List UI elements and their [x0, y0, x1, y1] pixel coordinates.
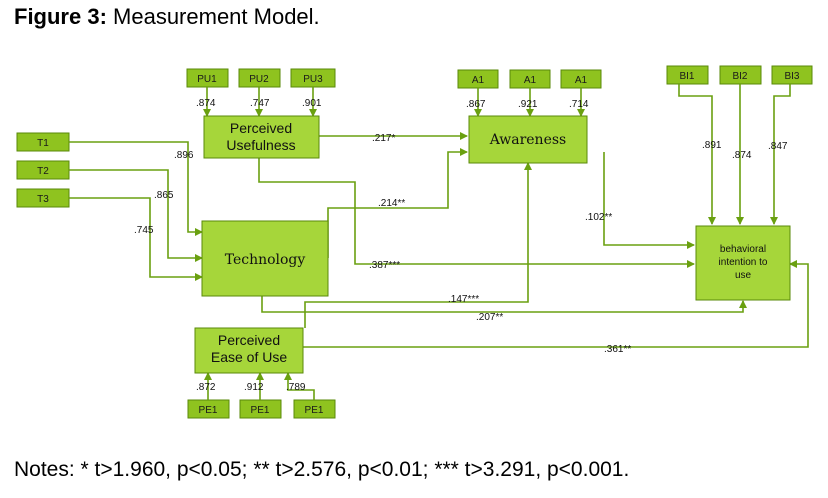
loading-bi2: .874	[732, 150, 752, 161]
technology-label: Technology	[225, 252, 306, 268]
notes: Notes: * t>1.960, p<0.05; ** t>2.576, p<…	[14, 458, 630, 481]
pu1-label: PU1	[197, 74, 217, 85]
path-tech-awareness: .214**	[378, 198, 405, 209]
loading-a1: .867	[466, 99, 486, 110]
pu3-label: PU3	[303, 74, 323, 85]
awareness-label: Awareness	[489, 132, 566, 148]
awareness-indicators: A1 A1 A1	[457, 69, 602, 89]
t3-label: T3	[37, 194, 49, 205]
bi-line2: intention to	[719, 257, 768, 268]
measurement-model-diagram: PU1 PU2 PU3 .874 .747 .901 A1 A1 A1 .867…	[16, 65, 813, 419]
loading-pe2: .912	[244, 382, 264, 393]
peou-line1: Perceived	[218, 332, 280, 348]
loading-a2: .921	[518, 99, 538, 110]
loading-bi3: .847	[768, 141, 788, 152]
loading-t1: .896	[174, 150, 194, 161]
path-peou-awareness: .147***	[448, 294, 479, 305]
a1-label-1: A1	[472, 75, 485, 86]
construct-perceived-usefulness: Perceived Usefulness	[203, 115, 320, 159]
path-peou-bi: .361**	[604, 344, 631, 355]
loading-pe1: .872	[196, 382, 216, 393]
loading-pe3: .789	[286, 382, 306, 393]
bi-line3: use	[735, 270, 752, 281]
pu2-label: PU2	[249, 74, 269, 85]
path-awareness-bi: .102**	[585, 212, 612, 223]
bi1-label: BI1	[679, 71, 694, 82]
path-tech-bi: .207**	[476, 312, 503, 323]
bi3-label: BI3	[784, 71, 799, 82]
loading-t3: .745	[134, 225, 154, 236]
figure-number: Figure 3:	[14, 4, 107, 29]
peou-line2: Ease of Use	[211, 349, 287, 365]
bi3-box	[771, 65, 813, 85]
a1-label-3: A1	[575, 75, 588, 86]
path-pu-awareness: .217*	[372, 133, 395, 144]
pe1-label-3: PE1	[305, 405, 324, 416]
pe1-label-1: PE1	[199, 405, 218, 416]
t2-label: T2	[37, 166, 49, 177]
t1-label: T1	[37, 138, 49, 149]
pu-line2: Usefulness	[226, 137, 295, 153]
loading-t2: .865	[154, 190, 174, 201]
pu-line1: Perceived	[230, 120, 292, 136]
pu-indicators: PU1 PU2 PU3	[186, 68, 336, 88]
bi2-label: BI2	[732, 71, 747, 82]
pe1-label-2: PE1	[251, 405, 270, 416]
figure-title: Figure 3: Measurement Model.	[14, 4, 320, 30]
loading-pu3: .901	[302, 98, 322, 109]
loading-pu2: .747	[250, 98, 270, 109]
t-indicators: T1 T2 T3	[16, 132, 70, 208]
loading-pu1: .874	[196, 98, 216, 109]
pe-indicators: PE1 PE1 PE1	[187, 399, 336, 419]
loading-a3: .714	[569, 99, 589, 110]
loading-bi1: .891	[702, 140, 722, 151]
path-pu-bi: .387***	[369, 260, 400, 271]
bi-line1: behavioral	[720, 244, 766, 255]
figure-caption: Measurement Model.	[106, 4, 320, 29]
bi-indicators: BI1 BI2 BI3	[666, 65, 813, 85]
a1-label-2: A1	[524, 75, 537, 86]
construct-awareness: Awareness	[468, 115, 588, 164]
bi1-box	[666, 65, 709, 85]
construct-technology: Technology	[201, 220, 329, 297]
construct-behavioral-intention: behavioral intention to use	[695, 225, 791, 301]
construct-perceived-ease-of-use: Perceived Ease of Use	[194, 327, 304, 374]
